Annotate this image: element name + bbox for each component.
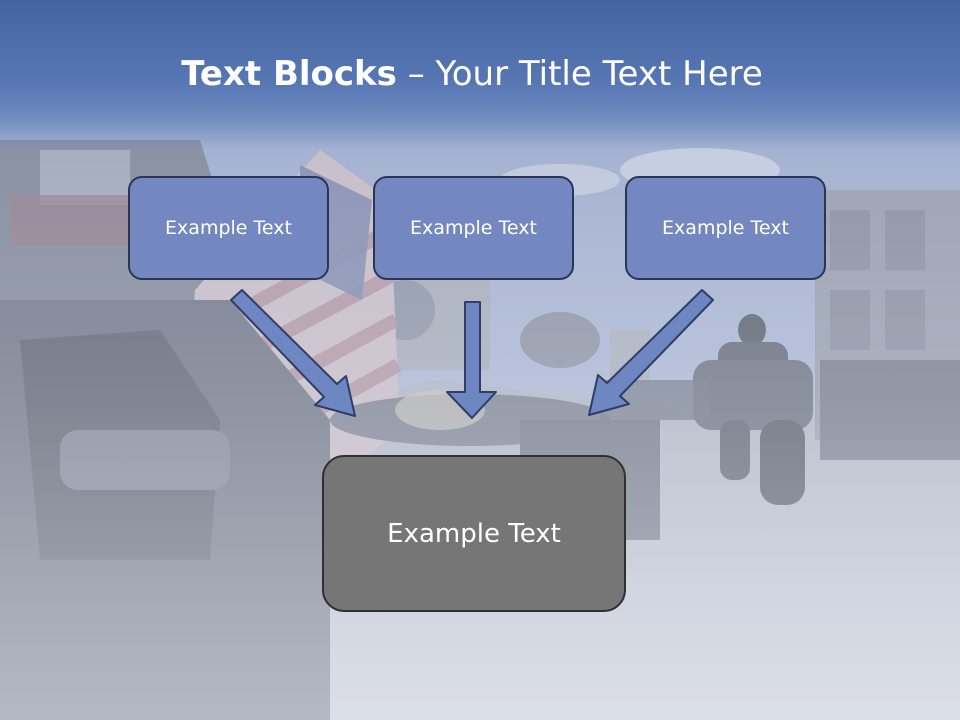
text-block-1[interactable]: Example Text (128, 176, 329, 280)
title-bold-part: Text Blocks (181, 54, 397, 94)
text-block-3[interactable]: Example Text (625, 176, 826, 280)
text-block-2-label: Example Text (410, 217, 537, 239)
text-block-1-label: Example Text (165, 217, 292, 239)
title-band (0, 0, 960, 150)
slide-title: Text Blocks – Your Title Text Here (0, 52, 944, 96)
center-text-block[interactable]: Example Text (322, 455, 626, 612)
title-rest-part: – Your Title Text Here (396, 54, 763, 94)
center-text-block-label: Example Text (387, 518, 561, 549)
text-block-2[interactable]: Example Text (373, 176, 574, 280)
text-block-3-label: Example Text (662, 217, 789, 239)
